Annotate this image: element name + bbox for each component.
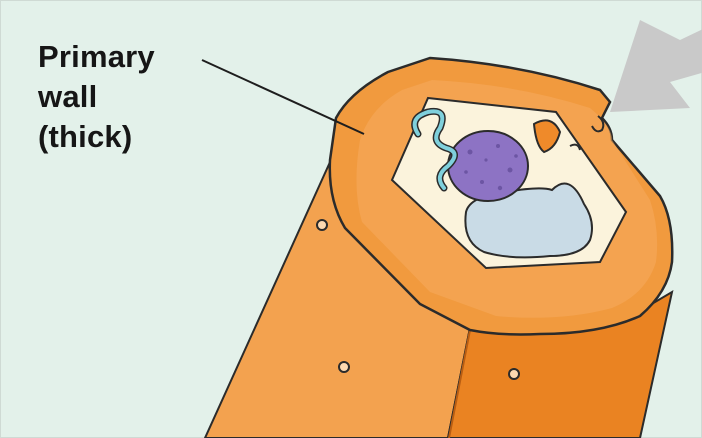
wall-pit-3 — [509, 369, 519, 379]
wall-pit-1 — [317, 220, 327, 230]
label-line-3: (thick) — [38, 118, 132, 155]
label-line-2: wall — [38, 78, 97, 115]
label-line-1: Primary — [38, 38, 155, 75]
nucleus — [448, 131, 528, 201]
wall-pit-2 — [339, 362, 349, 372]
